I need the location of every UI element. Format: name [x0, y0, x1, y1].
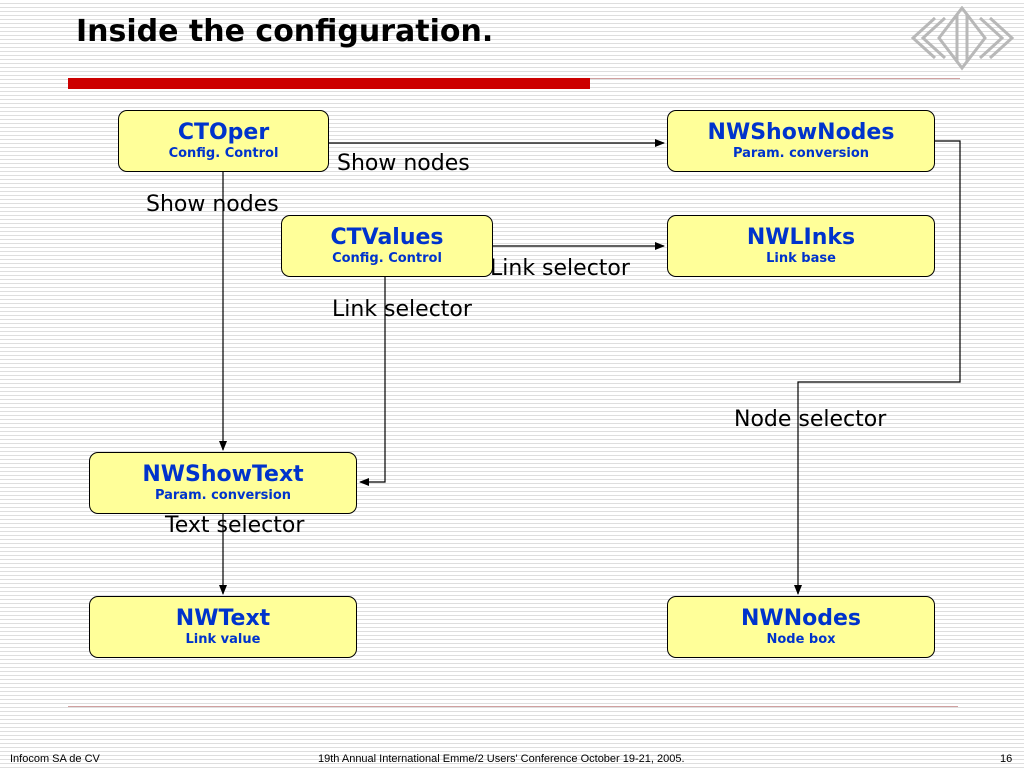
page-title: Inside the configuration.: [76, 14, 494, 49]
logo-icon: [910, 6, 1015, 71]
edge-label-text-selector: Text selector: [165, 513, 305, 538]
node-subtitle: Param. conversion: [154, 488, 292, 503]
edge-label-link-selector: Link selector: [490, 256, 630, 281]
title-accent-bar: [68, 78, 590, 89]
footer-organization: Infocom SA de CV: [10, 753, 100, 765]
footer-conference: 19th Annual International Emme/2 Users' …: [318, 753, 685, 765]
node-ctvalues: CTValues Config. Control: [281, 215, 493, 277]
edge-label-link-selector: Link selector: [332, 297, 472, 322]
node-subtitle: Config. Control: [168, 146, 279, 161]
footer-divider-line: [68, 706, 958, 707]
node-subtitle: Param. conversion: [732, 146, 870, 161]
node-subtitle: Config. Control: [332, 251, 442, 266]
edge-label-show-nodes: Show nodes: [337, 151, 470, 176]
edge-label-node-selector: Node selector: [734, 407, 887, 432]
node-title: NWLInks: [746, 225, 856, 250]
node-title: CTOper: [177, 120, 270, 145]
node-nwshowtext: NWShowText Param. conversion: [89, 452, 357, 514]
node-title: NWNodes: [741, 606, 861, 631]
edge-nwshownodes-nwnodes: [794, 140, 961, 595]
node-nwnodes: NWNodes Node box: [667, 596, 935, 658]
node-title: NWShowNodes: [707, 120, 895, 145]
node-subtitle: Link base: [766, 251, 836, 266]
node-nwtext: NWText Link value: [89, 596, 357, 658]
node-subtitle: Node box: [766, 632, 836, 647]
footer-page-number: 16: [1000, 753, 1013, 765]
node-nwshownodes: NWShowNodes Param. conversion: [667, 110, 935, 172]
edge-label-show-nodes: Show nodes: [146, 192, 279, 217]
edge-ctvalues-nwshowtext: [359, 277, 386, 486]
node-title: NWText: [175, 606, 271, 631]
node-subtitle: Link value: [185, 632, 261, 647]
node-ctoper: CTOper Config. Control: [118, 110, 329, 172]
title-divider-line: [590, 78, 960, 79]
node-title: CTValues: [330, 225, 444, 250]
node-title: NWShowText: [142, 462, 304, 487]
node-nwlinks: NWLInks Link base: [667, 215, 935, 277]
